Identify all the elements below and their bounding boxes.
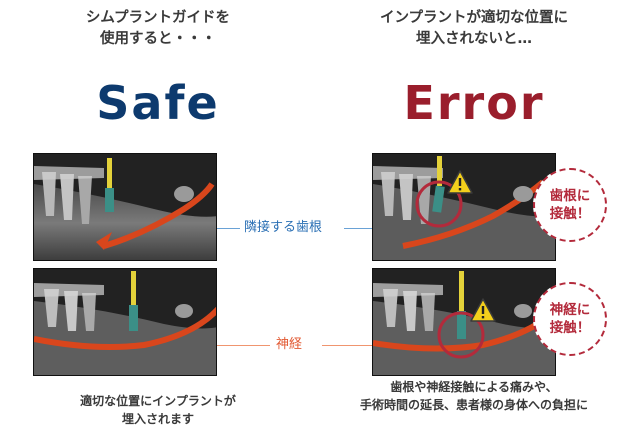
safe-caption-line1: 適切な位置にインプラントが [80, 394, 236, 408]
error-heading-line1: インプラントが適切な位置に [379, 10, 569, 26]
nerve-label: 神経 [276, 337, 303, 352]
safe-heading-line2: 使用すると・・・ [100, 31, 216, 47]
xray-error-nerve [372, 268, 556, 376]
nerve-contact-line1: 神経に [549, 302, 591, 318]
adjacent-root-label: 隣接する歯根 [244, 220, 323, 235]
root-contact-bubble: 歯根に 接触！ [533, 168, 607, 242]
xray-safe-nerve [33, 268, 217, 376]
xray-error-root [372, 153, 556, 261]
safe-caption: 適切な位置にインプラントが 埋入されます [0, 392, 316, 428]
safe-heading: シムプラントガイドを 使用すると・・・ [0, 8, 316, 50]
error-heading-line2: 埋入されないと… [416, 31, 532, 47]
error-caption: 歯根や神経接触による痛みや、 手術時間の延長、患者様の身体への負担に [316, 378, 632, 414]
root-contact-line2: 接触！ [549, 206, 591, 222]
safe-heading-line1: シムプラントガイドを [85, 10, 231, 26]
error-caption-line1: 歯根や神経接触による痛みや、 [390, 380, 558, 394]
xray-safe-root [33, 153, 217, 261]
error-heading: インプラントが適切な位置に 埋入されないと… [316, 8, 632, 50]
nerve-contact-bubble: 神経に 接触！ [533, 282, 607, 356]
error-caption-line2: 手術時間の延長、患者様の身体への負担に [359, 398, 588, 412]
safe-caption-line2: 埋入されます [121, 412, 194, 426]
nerve-contact-line2: 接触！ [549, 320, 591, 336]
warning-triangle-icon [447, 170, 473, 194]
error-title: Error [403, 76, 545, 130]
safe-title: Safe [96, 76, 220, 130]
root-contact-line1: 歯根に [549, 188, 591, 204]
warning-triangle-icon [470, 298, 496, 322]
